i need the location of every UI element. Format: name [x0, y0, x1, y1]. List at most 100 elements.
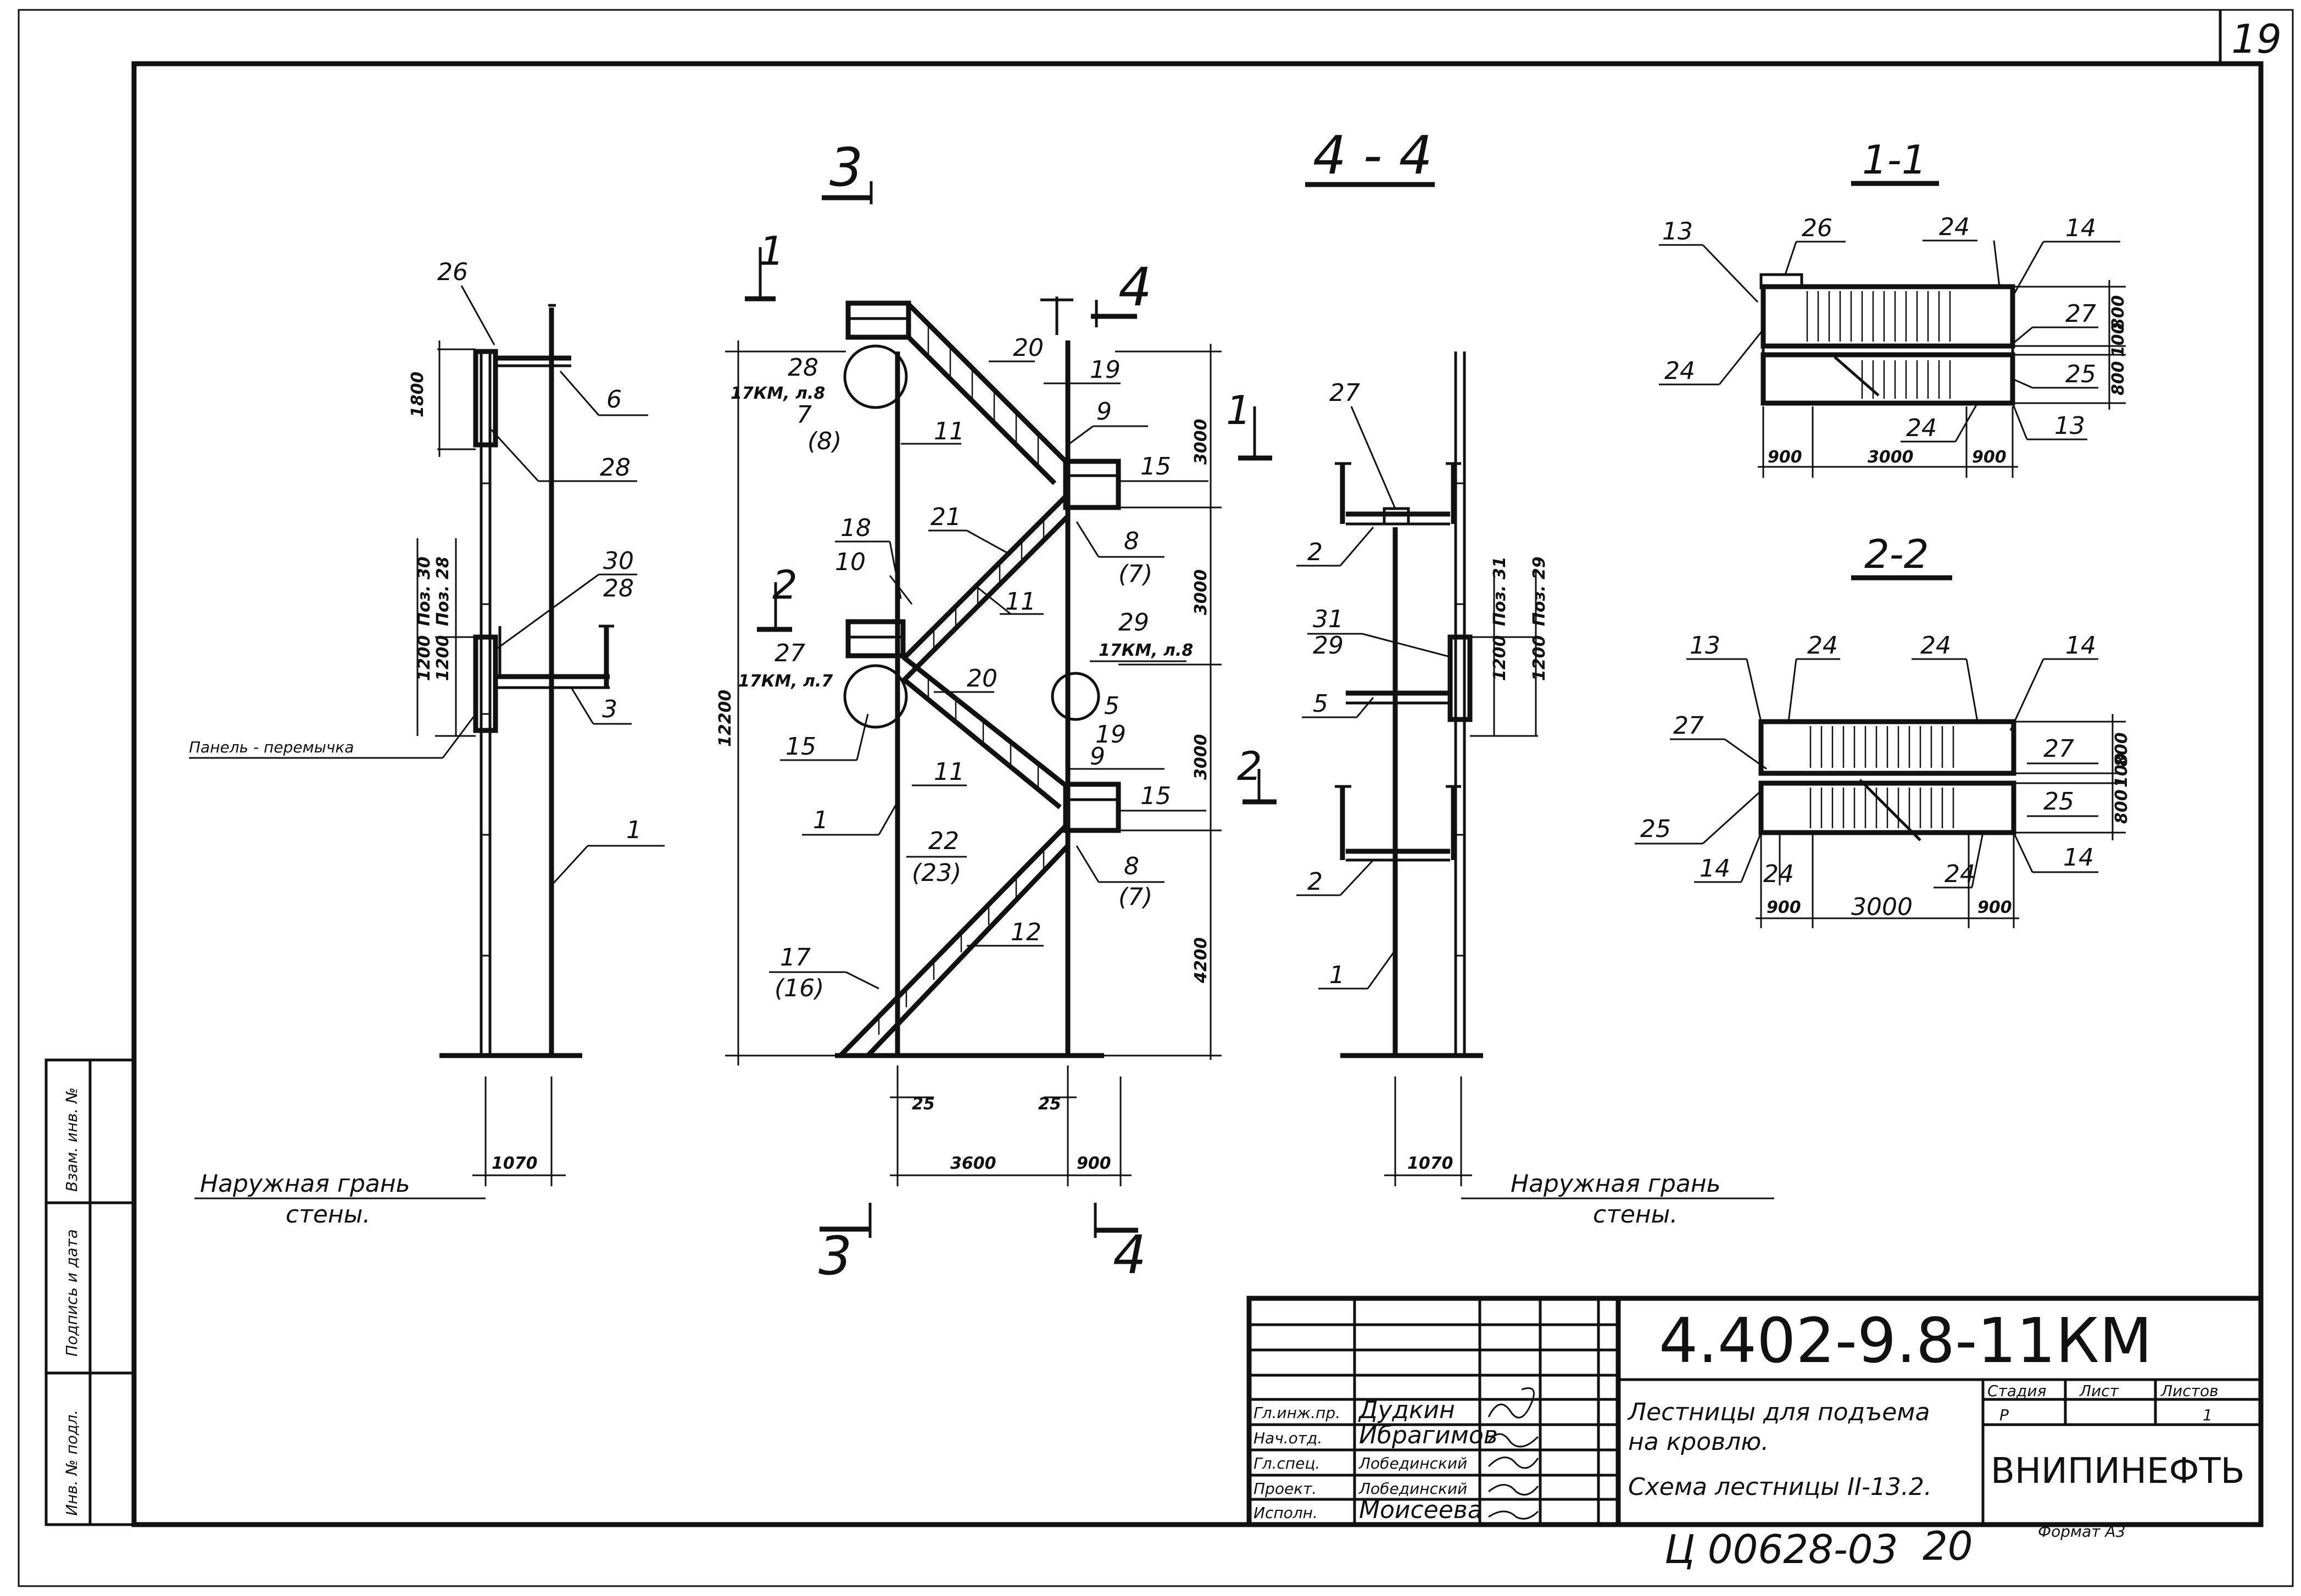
left-callout-26: 26 [437, 258, 468, 286]
tb-role-4: Проект. [1253, 1480, 1317, 1498]
center-callout-17: 17 [780, 944, 811, 972]
side-stamp-podpis: Подпись и дата [63, 1229, 81, 1357]
center-callout-9a: 9 [1096, 398, 1112, 426]
center-km-note-1: 17КМ, л.8 [731, 384, 825, 403]
format-label: Формат А3 [2038, 1522, 2125, 1541]
center-callout-19b: 19 [1095, 721, 1126, 749]
center-callout-23p: (23) [912, 859, 961, 887]
center-callout-9b: 9 [1090, 743, 1105, 771]
sec22-callout-27b: 27 [2043, 735, 2074, 763]
center-callout-8b: 8 [1124, 852, 1139, 880]
sec11-dim-900b: 900 [1972, 448, 2007, 467]
sec22-dim-900b: 900 [1977, 898, 2012, 917]
sec11-callout-13a: 13 [1662, 217, 1693, 245]
center-callout-5: 5 [1104, 692, 1119, 720]
right-dim-1070: 1070 [1407, 1154, 1453, 1173]
left-callout-30: 30 [603, 547, 634, 575]
side-stamp-inv-podl: Инв. № подл. [63, 1410, 81, 1516]
stage-header: Стадия [1987, 1382, 2046, 1400]
sec22-callout-27a: 27 [1673, 712, 1704, 740]
sec11-dim-800b: 800 [2109, 361, 2128, 395]
center-dim-4200: 4200 [1191, 937, 1211, 984]
sec11-callout-24a: 24 [1939, 213, 1970, 241]
cut-1-right: 1 [1226, 387, 1251, 433]
sec22-dim-800a: 800 [2112, 732, 2131, 767]
left-callout-28b: 28 [603, 574, 634, 602]
stair-flight-2 [901, 492, 1070, 683]
sec11-callout-26: 26 [1802, 214, 1832, 242]
cut-4-bottom: 4 [1113, 1224, 1146, 1286]
section-44-title: 4 - 4 [1313, 125, 1433, 186]
left-pos-28: Поз. 28 [433, 556, 453, 626]
center-callout-27: 27 [775, 639, 805, 667]
tb-name-1: Дудкин [1358, 1396, 1455, 1424]
sec22-callout-14b: 14 [1700, 855, 1730, 883]
organization: ВНИПИНЕФТЬ [1991, 1451, 2245, 1492]
section-11-title: 1-1 [1862, 137, 1927, 183]
left-callout-1: 1 [626, 816, 642, 844]
right-wall-line2: стены. [1593, 1201, 1678, 1229]
left-wall-line1: Наружная грань [200, 1170, 410, 1198]
center-dim-900: 900 [1077, 1154, 1111, 1173]
left-dim-1070: 1070 [492, 1154, 538, 1173]
center-callout-15c: 15 [785, 733, 816, 761]
main-frame [131, 61, 2264, 1527]
cut-3-bottom: 3 [818, 1225, 852, 1287]
sec22-dim-900a: 900 [1767, 898, 1801, 917]
sec22-callout-14a: 14 [2065, 632, 2096, 660]
section-2-2: 2-2 900 3000 900 [1635, 531, 2131, 928]
right-dim-1200b: 1200 [1530, 635, 1549, 682]
center-callout-1: 1 [813, 806, 828, 834]
left-callout-3: 3 [602, 695, 617, 723]
side-stamp-vzam: Взам. инв. № [63, 1087, 81, 1192]
sheet-number: 19 [2231, 16, 2282, 62]
inventory-suffix: 20 [1923, 1523, 1973, 1569]
sec22-callout-24d: 24 [1945, 860, 1975, 888]
right-callout-5: 5 [1313, 690, 1328, 718]
sec22-callout-24b: 24 [1920, 632, 1951, 660]
center-dim-3000b: 3000 [1191, 570, 1211, 616]
center-elevation: 4 - 4 3 1 4 2 1 2 3 4 [716, 125, 1435, 1287]
sec11-callout-24b: 24 [1664, 357, 1695, 385]
right-callout-31: 31 [1313, 605, 1344, 633]
section-22-title: 2-2 [1864, 531, 1929, 577]
sec22-dim-3000: 3000 [1851, 893, 1913, 921]
sec11-dim-900a: 900 [1768, 448, 1802, 467]
left-elevation: 1800 1200 1200 Поз. 30 Поз. 28 1070 26 6… [189, 258, 665, 1229]
center-callout-16p: (16) [775, 974, 824, 1002]
cut-4-top: 4 [1118, 256, 1152, 318]
sec11-callout-27: 27 [2065, 300, 2096, 328]
tb-role-3: Гл.спец. [1253, 1454, 1320, 1472]
title-block: Гл.инж.пр. Дудкин Нач.отд. Ибрагимов Гл.… [1246, 1296, 2264, 1527]
right-callout-2a: 2 [1307, 538, 1323, 566]
cut-1-left: 1 [759, 228, 784, 274]
title-line3: Схема лестницы II-13.2. [1628, 1473, 1932, 1501]
center-dim-3000a: 3000 [1191, 419, 1211, 465]
center-callout-15b: 15 [1140, 782, 1171, 810]
title-line2: на кровлю. [1628, 1428, 1769, 1456]
right-pos-29: Поз. 29 [1530, 556, 1549, 626]
center-callout-28: 28 [788, 354, 818, 382]
tb-name-3: Лобединский [1358, 1454, 1467, 1472]
center-dim-3000c: 3000 [1191, 734, 1211, 780]
center-km-note-2: 17КМ, л.7 [738, 672, 833, 691]
title-line1: Лестницы для подъема [1627, 1398, 1930, 1426]
sec11-dim-800a: 800 [2109, 295, 2128, 330]
center-callout-15a: 15 [1140, 453, 1171, 481]
center-callout-11c: 11 [934, 758, 965, 786]
center-callout-8a: 8 [1124, 527, 1139, 555]
sec11-callout-25: 25 [2065, 360, 2096, 388]
left-dim-1200a: 1200 [415, 635, 434, 682]
inventory-code: Ц 00628-03 [1664, 1526, 1898, 1572]
center-km-note-3: 17КМ, л.8 [1099, 641, 1193, 660]
sec22-callout-14c: 14 [2063, 844, 2094, 872]
sec11-dim-100: 100 [2109, 322, 2128, 357]
left-dim-1800: 1800 [408, 372, 427, 418]
center-callout-10: 10 [835, 548, 866, 576]
center-callout-7pa: (7) [1118, 560, 1152, 588]
section-1-1: 1-1 900 3000 900 [1659, 137, 2128, 478]
sec22-callout-13: 13 [1690, 632, 1720, 660]
sec22-dim-100: 100 [2112, 753, 2131, 788]
stair-flight-3 [901, 655, 1067, 810]
